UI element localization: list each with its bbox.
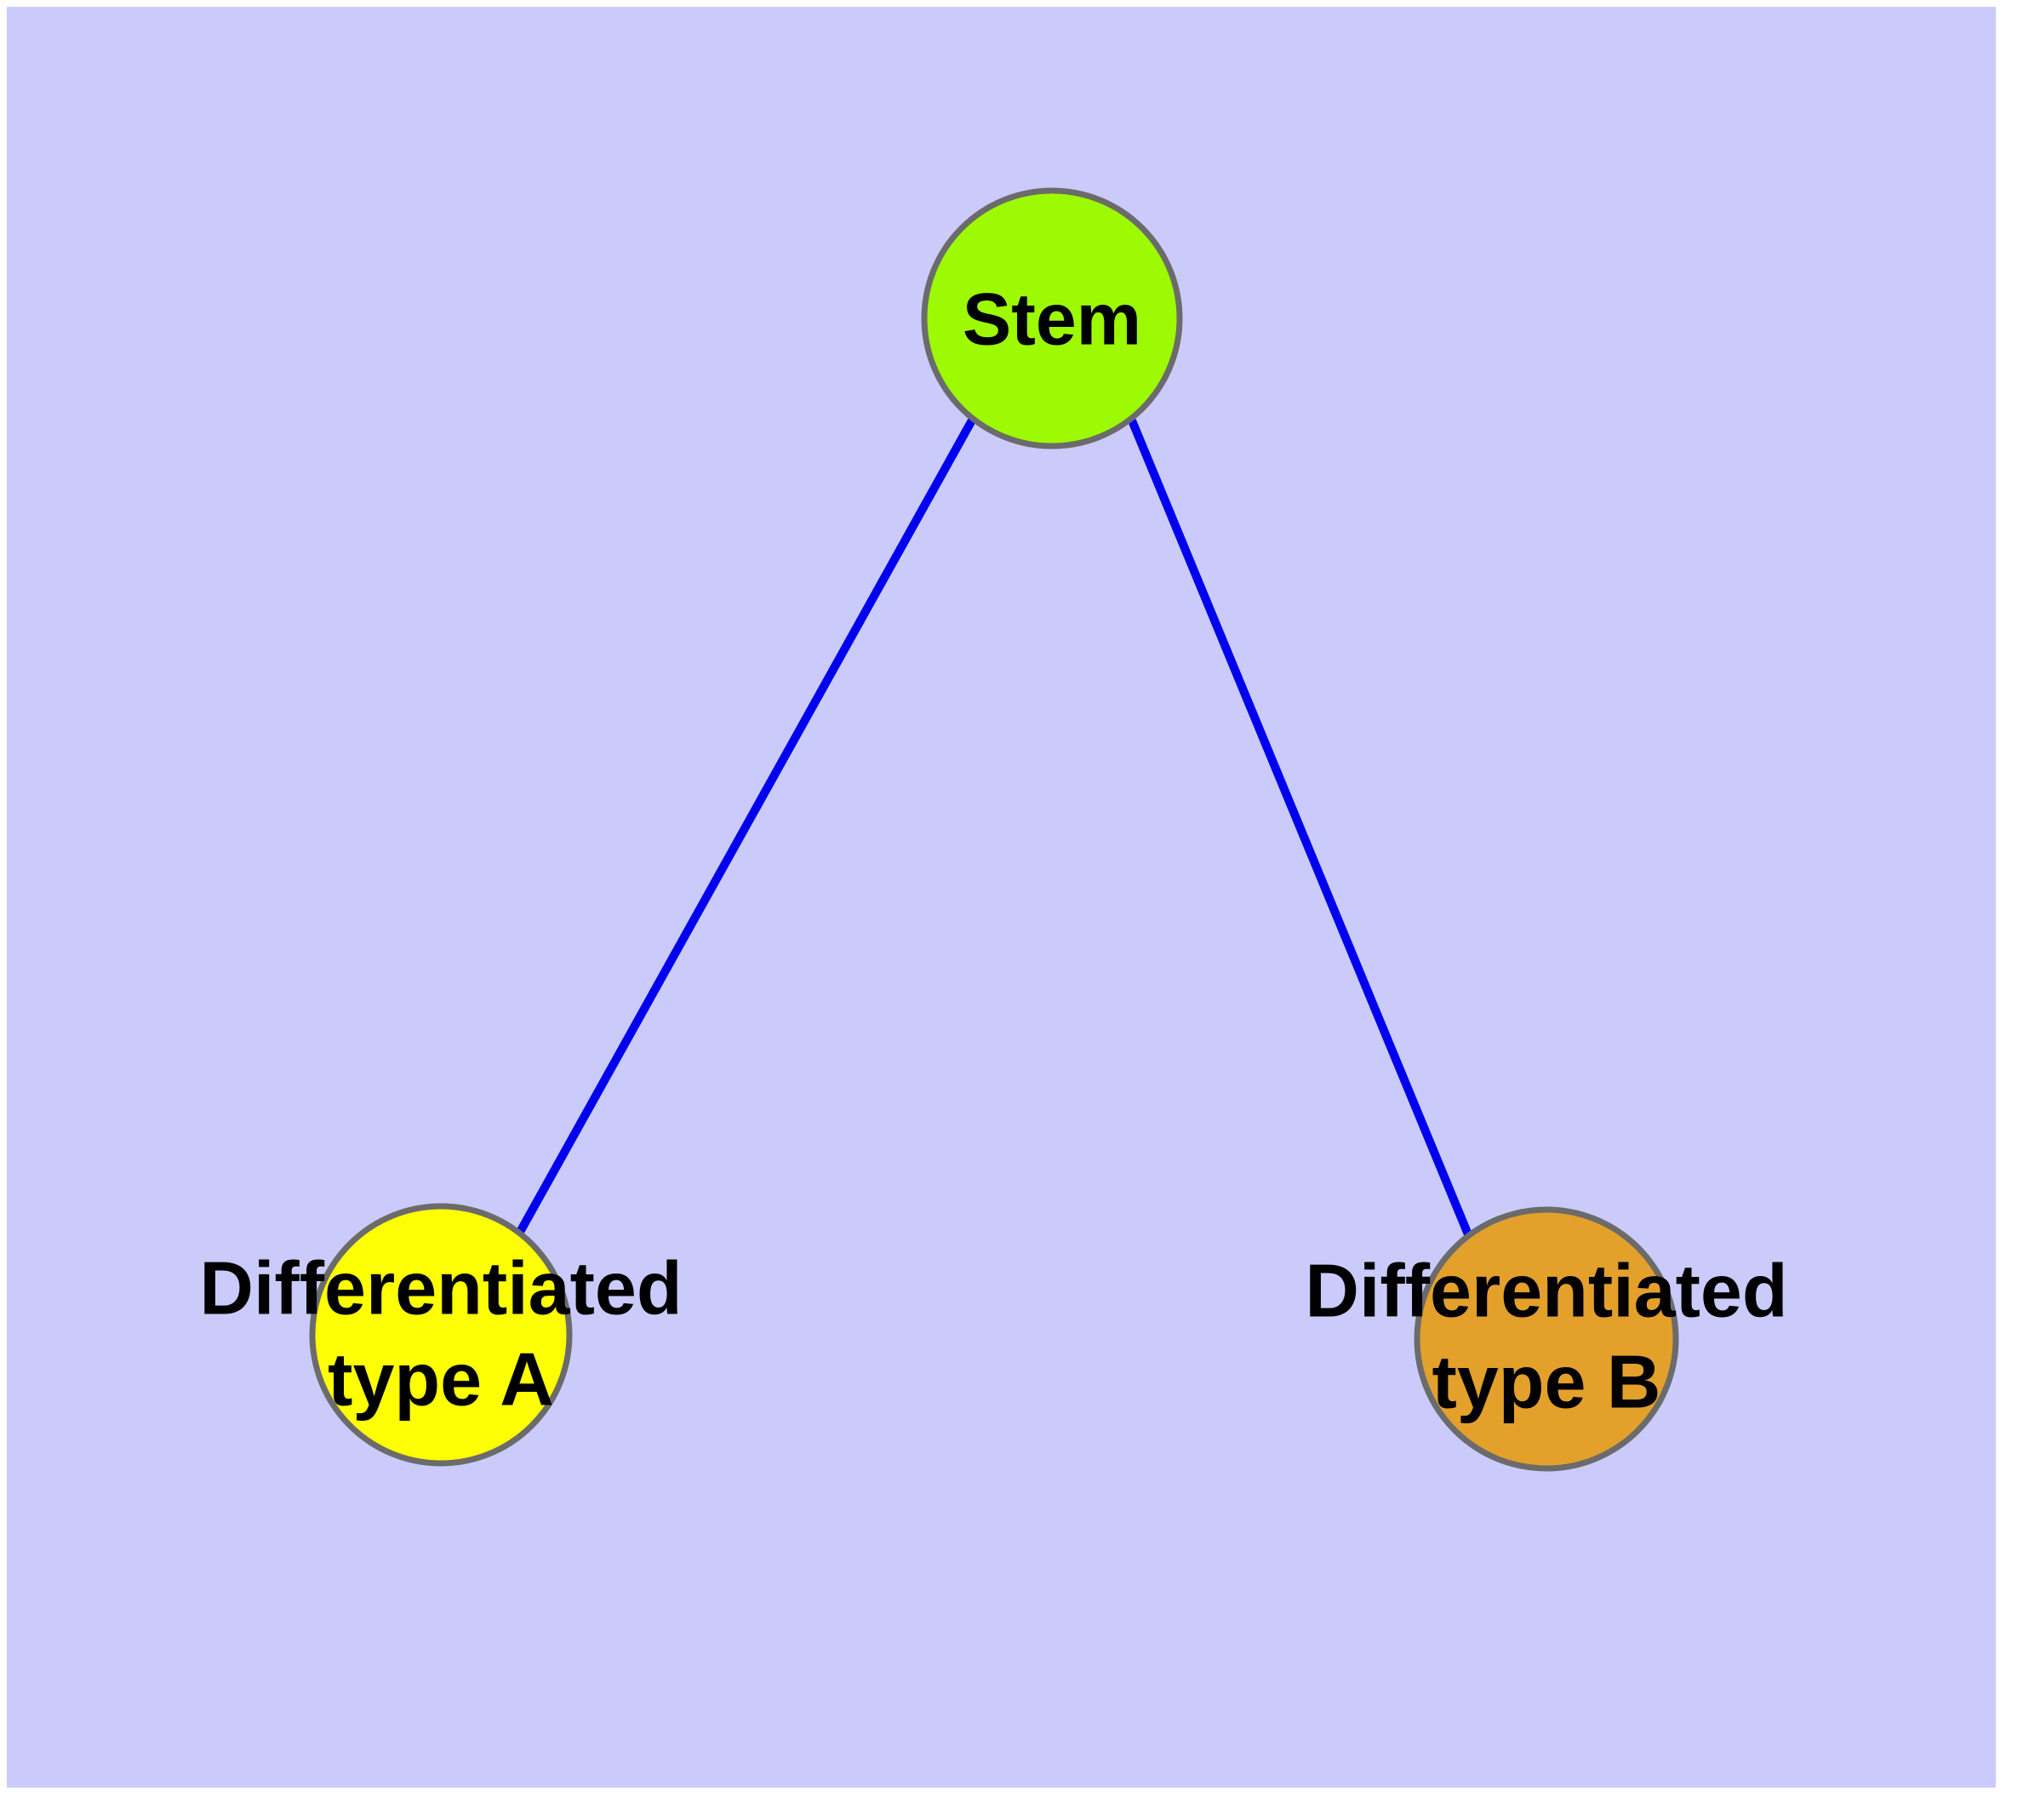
node-differentiated-type-a-label-line2: type A xyxy=(328,1336,554,1421)
edge-stem-to-diff-b[interactable] xyxy=(1128,419,1474,1240)
node-differentiated-type-a[interactable]: Differentiated type A xyxy=(199,1203,683,1467)
node-stem-label: Stem xyxy=(963,279,1141,361)
node-differentiated-type-b[interactable]: Differentiated type B xyxy=(1305,1206,1788,1472)
node-differentiated-type-b-label-line1: Differentiated xyxy=(1305,1248,1787,1332)
edges-group xyxy=(515,416,1474,1240)
node-differentiated-type-b-circle[interactable] xyxy=(1414,1206,1679,1472)
edge-stem-to-diff-a[interactable] xyxy=(515,416,977,1236)
node-differentiated-type-a-circle[interactable] xyxy=(309,1203,573,1467)
node-stem[interactable]: Stem xyxy=(921,187,1183,449)
node-stem-circle[interactable] xyxy=(921,187,1183,449)
node-differentiated-type-b-label-line2: type B xyxy=(1432,1339,1661,1423)
node-differentiated-type-a-label-line1: Differentiated xyxy=(199,1245,682,1330)
